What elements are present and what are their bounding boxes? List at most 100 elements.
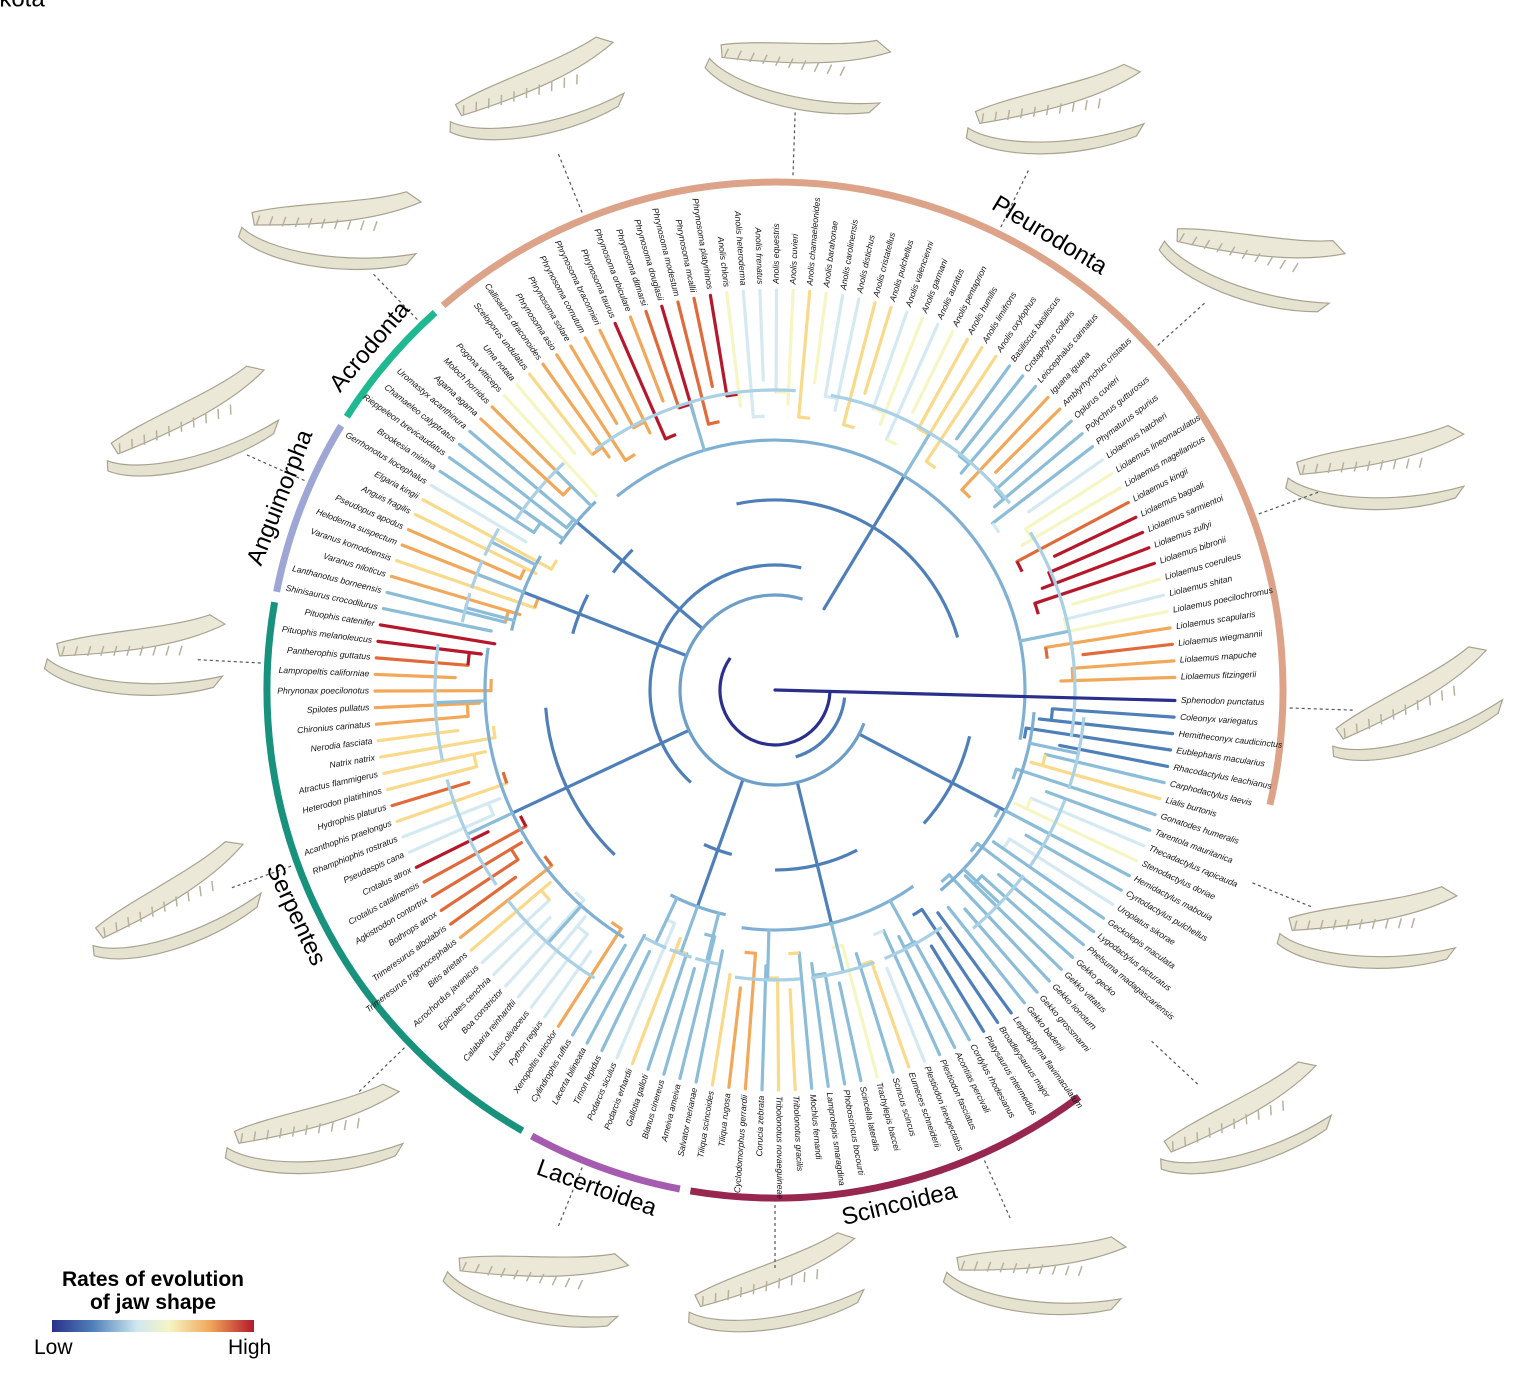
jaw-bone-illustration [236, 170, 424, 281]
cherry-connector [1043, 754, 1046, 765]
clade-stem [698, 850, 718, 906]
species-label: Pituophis catenifer [304, 607, 377, 629]
internal-branch [904, 433, 930, 476]
cherry-connector [575, 892, 584, 900]
species-label: Anolis equestris [771, 223, 781, 285]
species-label: Corucia zebrata [754, 1095, 766, 1156]
cherry-connector [926, 462, 935, 469]
cherry-connector [552, 560, 557, 569]
internal-branch [707, 913, 719, 962]
species-label: Lampropeltis californiae [278, 665, 369, 679]
tip-branch [760, 290, 763, 380]
internal-branch [539, 490, 577, 522]
tip-branch [778, 978, 779, 1090]
jaw-bone-illustration [679, 1230, 867, 1341]
jaw-bone-illustration [43, 601, 228, 703]
species-label: Nerodia fasciata [310, 736, 373, 754]
cherry-connector [545, 856, 552, 865]
root-arc [720, 658, 830, 745]
tip-branch [1039, 719, 1172, 734]
tip-branch [409, 815, 493, 852]
tip-branch [729, 988, 741, 1087]
legend-low-label: Low [34, 1336, 73, 1360]
tip-branch [727, 293, 741, 406]
tip-branch [423, 500, 551, 569]
cherry-connector [913, 909, 922, 915]
cherry-connector [1026, 798, 1031, 809]
tip-branch [1045, 754, 1164, 782]
tip-branch [1061, 677, 1175, 681]
jaw-bone-illustration [701, 2, 895, 129]
tip-branch [378, 641, 481, 654]
tip-branch [790, 990, 795, 1090]
tip-branch [1017, 503, 1128, 562]
jaw-leader-line [196, 660, 261, 663]
species-label: Liolaemus fitzingerii [1181, 669, 1258, 681]
tip-branch [470, 431, 546, 496]
cherry-connector [489, 803, 494, 815]
jaw-bone-illustration [223, 1084, 404, 1177]
species-label: Anolis cuvieri [788, 232, 800, 285]
tip-branch [743, 291, 753, 417]
legend-title-line2: of jaw shape [40, 1291, 266, 1314]
jaw-bone-illustration [439, 1215, 633, 1342]
cherry-connector [520, 816, 526, 826]
species-label: Spilotes pullatus [307, 702, 371, 715]
cherry-connector [511, 849, 518, 860]
tip-branch [376, 658, 468, 665]
backbone-branch [797, 782, 817, 865]
cherry-connector [474, 754, 477, 767]
species-label: Natrix natrix [329, 752, 377, 770]
backbone-arc [680, 595, 864, 785]
species-label: Tribolonotus novaeguineae [774, 1096, 785, 1199]
tip-branch [518, 917, 585, 997]
species-label: Anolis chloris [716, 235, 732, 288]
backbone-branch [622, 561, 702, 629]
jaw-bone-illustration [1153, 186, 1350, 328]
backbone-arc [796, 698, 845, 757]
sphenodon-branch [775, 690, 1175, 701]
tip-branch [710, 295, 727, 396]
cherry-connector [799, 417, 810, 418]
cherry-connector [503, 772, 507, 783]
tip-branch [481, 419, 563, 495]
legend-color-bar [52, 1320, 254, 1332]
jaw-bone-illustration [1144, 1057, 1338, 1187]
tip-branch [884, 931, 940, 1055]
jaw-bone-illustration [73, 836, 269, 973]
jaw-bone-illustration [1285, 420, 1466, 513]
jaw-leader-line [1152, 1041, 1200, 1085]
tip-branch [965, 909, 1037, 992]
tip-branch [1022, 488, 1120, 546]
species-label: Sphenodon punctatus [1181, 695, 1266, 707]
internal-branch [1005, 811, 1049, 834]
cherry-connector [993, 523, 1000, 532]
species-label: Pituophis melanoleucus [281, 624, 373, 645]
jaw-bone-illustration [941, 1215, 1129, 1326]
clade-stem [523, 592, 579, 614]
internal-branch [435, 701, 485, 703]
cherry-connector [520, 568, 525, 579]
species-label: Anolis frenatus [753, 226, 765, 285]
species-label: Mochlus fernandi [808, 1094, 824, 1161]
tip-branch [459, 444, 566, 528]
cherry-connector [788, 953, 799, 954]
clade-stem [577, 522, 623, 561]
cherry-connector [541, 890, 550, 900]
tip-branch [558, 929, 621, 1027]
species-label: Tiliqua scincoides [695, 1089, 716, 1158]
tip-branch [745, 953, 755, 1089]
jaw-leader-line [1158, 302, 1206, 346]
cherry-connector [1046, 647, 1048, 658]
tip-branch [1052, 709, 1174, 717]
backbone-branch [718, 779, 743, 850]
species-label: Hemitheconyx caudicinctus [1178, 728, 1283, 749]
cherry-connector [505, 611, 508, 622]
tip-branch [375, 703, 479, 708]
jaw-leader-line [1253, 883, 1313, 907]
tip-branch [762, 966, 766, 1090]
cherry-connector [709, 422, 720, 425]
backbone-branch [824, 527, 873, 608]
tip-branch [873, 312, 907, 408]
